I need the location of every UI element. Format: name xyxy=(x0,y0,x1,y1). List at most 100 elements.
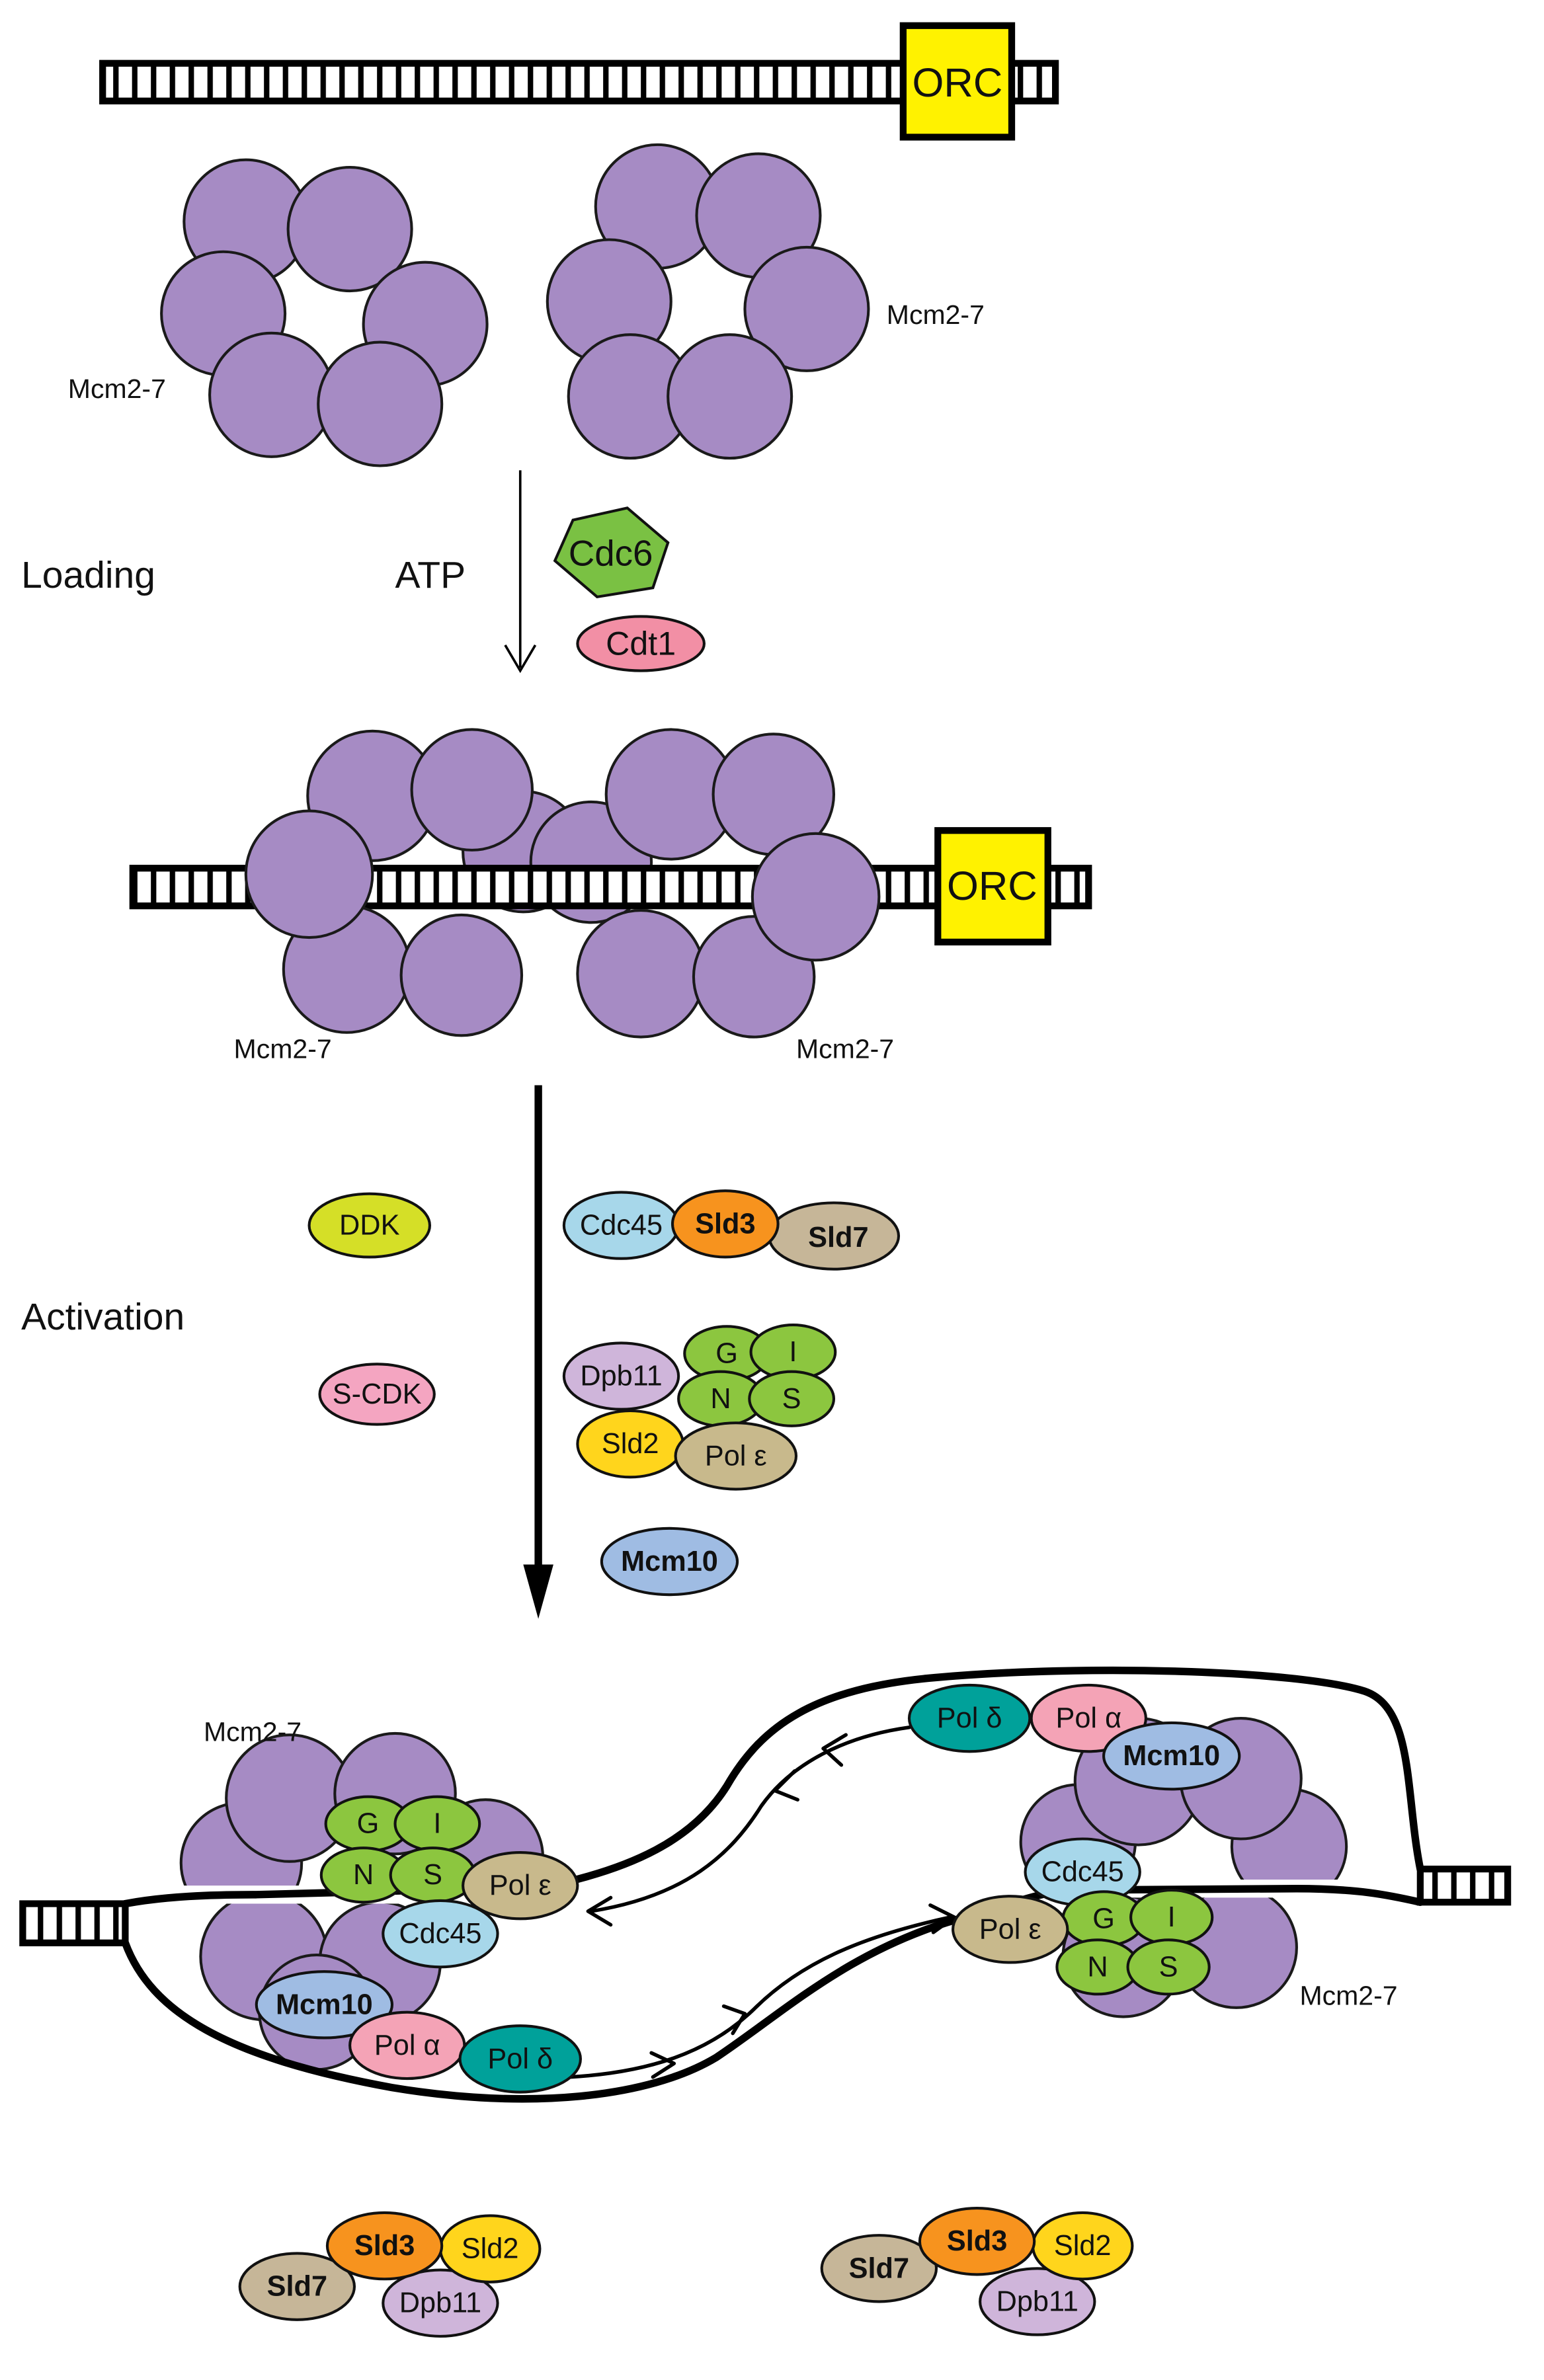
mcm2-7-label-right: Mcm2-7 xyxy=(796,1034,894,1064)
mcm2-7-label-right: Mcm2-7 xyxy=(887,299,985,330)
mcm10-shape xyxy=(600,1527,739,1597)
s-cdk-shape xyxy=(318,1363,436,1426)
nascent-bottom-chevron xyxy=(721,2004,747,2036)
right-replisome: Pol δ Pol α Mcm10 Cdc45 G I N S Pol ε xyxy=(907,1683,1241,1996)
gins-n-label: N xyxy=(710,1383,731,1415)
orc-label: ORC xyxy=(947,863,1037,909)
mcm-subunit xyxy=(667,333,793,460)
mcm10-shape xyxy=(255,1970,394,2040)
gins-g-label: G xyxy=(1092,1903,1115,1934)
mcm-subunit xyxy=(399,913,524,1037)
pol-epsilon-label: Pol ε xyxy=(489,1870,551,1901)
dpb11-shape xyxy=(979,2267,1096,2336)
mcm-subunit xyxy=(576,909,706,1039)
pol-delta-label: Pol δ xyxy=(937,1702,1002,1734)
cdc45-label: Cdc45 xyxy=(580,1210,663,1242)
sld2-label: Sld2 xyxy=(1054,2230,1112,2262)
ddk-shape xyxy=(307,1192,432,1259)
atp-label: ATP xyxy=(395,554,466,596)
sld3-shape xyxy=(670,1189,780,1259)
origin-dna xyxy=(99,60,1059,104)
sld7-label: Sld7 xyxy=(267,2271,327,2303)
sld7-shape xyxy=(820,2234,938,2303)
cdc45-label: Cdc45 xyxy=(399,1918,481,1950)
pol-epsilon-shape xyxy=(674,1421,798,1491)
nascent-strand-top xyxy=(589,1726,911,1913)
cdt1-label: Cdt1 xyxy=(606,625,676,662)
dpb11-shape xyxy=(382,2268,499,2338)
mcm2-7-ring-right xyxy=(546,143,870,460)
mcm2-7-hexamer-left xyxy=(244,728,534,1037)
mcm-subunit xyxy=(208,331,335,458)
cdt1-protein: Cdt1 xyxy=(576,615,706,672)
pol-epsilon-shape xyxy=(952,1895,1069,1964)
mcm2-7-label-left: Mcm2-7 xyxy=(68,374,166,404)
mcm-subunit xyxy=(286,166,413,293)
cdc45-label: Cdc45 xyxy=(1041,1856,1124,1888)
cdc45-sld3-sld7-complex: Sld7 Cdc45 Sld3 xyxy=(562,1189,901,1271)
dna-stub-right xyxy=(1416,1865,1512,1906)
activation-step: Activation DDK S-CDK Sld7 Cdc45 Sld3 Dpb… xyxy=(21,1085,901,1619)
pol-epsilon-shape xyxy=(462,1850,579,1921)
nascent-bottom-arrowhead xyxy=(928,1903,957,1934)
nascent-strand-bottom xyxy=(568,1915,952,2079)
sld7-label: Sld7 xyxy=(808,1222,868,1253)
mcm-subunit xyxy=(317,340,444,467)
pol-delta-shape xyxy=(907,1683,1032,1753)
sld3-label: Sld3 xyxy=(354,2230,415,2262)
mcm-subunit xyxy=(743,245,870,372)
gins-s-label: S xyxy=(1159,1951,1178,1983)
pol-alpha-label: Pol α xyxy=(374,2030,440,2061)
sld3-shape xyxy=(918,2207,1036,2276)
s-cdk-kinase: S-CDK xyxy=(318,1363,436,1426)
origin-stage: ORC Mcm2-7 Mcm2-7 xyxy=(68,22,1059,467)
mcm2-7-label-left-fork: Mcm2-7 xyxy=(204,1716,302,1747)
sld2-label: Sld2 xyxy=(462,2233,519,2265)
mcm10-shape xyxy=(1102,1721,1241,1791)
gins-s-label: S xyxy=(423,1859,442,1891)
sld3-label: Sld3 xyxy=(947,2225,1007,2257)
mcm10-label: Mcm10 xyxy=(621,1546,718,1577)
pol-alpha-label: Pol α xyxy=(1055,1702,1121,1734)
mcm2-7-label-left: Mcm2-7 xyxy=(234,1034,332,1064)
gins-i-label: I xyxy=(433,1808,441,1840)
mcm2-7-label-right-fork: Mcm2-7 xyxy=(1299,1980,1397,2010)
loading-arrow-head xyxy=(504,644,537,674)
gins-i-label: I xyxy=(1168,1901,1176,1933)
ddk-label: DDK xyxy=(339,1210,400,1242)
nascent-top-chevron xyxy=(773,1769,799,1802)
loading-label: Loading xyxy=(21,554,155,596)
activation-arrow-head xyxy=(523,1564,553,1619)
gins-i-label: I xyxy=(789,1336,797,1368)
mcm10-label: Mcm10 xyxy=(276,1989,373,2020)
mcm10-protein: Mcm10 xyxy=(600,1527,739,1597)
sld2-label: Sld2 xyxy=(602,1428,659,1460)
gins-g-label: G xyxy=(715,1337,738,1369)
cdc45-shape xyxy=(382,1899,499,1969)
nascent-top-arrowhead xyxy=(586,1895,613,1927)
orc-complex: ORC xyxy=(899,22,1016,141)
cdc6-protein: Cdc6 xyxy=(553,506,670,599)
mcm-subunit xyxy=(244,809,374,939)
cdc6-shape xyxy=(553,506,670,599)
dpb11-label: Dpb11 xyxy=(399,2287,481,2319)
replication-bubble-stage: Mcm2-7 Mcm2-7 G I N S Pol ε xyxy=(19,1666,1512,2103)
left-replisome: G I N S Pol ε Cdc45 Mcm10 Pol α Pol δ xyxy=(255,1795,583,2094)
sld3-label: Sld3 xyxy=(695,1208,755,1240)
pol-delta-label: Pol δ xyxy=(487,2043,553,2075)
cdt1-shape xyxy=(576,615,706,672)
sld3-shape xyxy=(325,2211,444,2281)
dpb11-label: Dpb11 xyxy=(996,2285,1078,2317)
pol-delta-shape xyxy=(458,2024,583,2094)
s-cdk-label: S-CDK xyxy=(333,1378,422,1410)
mcm10-label: Mcm10 xyxy=(1123,1740,1220,1772)
pol-epsilon-label: Pol ε xyxy=(979,1913,1041,1945)
dpb11-gins-sld2-pol-epsilon-complex: Dpb11 G I N S Sld2 Pol ε xyxy=(562,1324,837,1491)
cdc6-label: Cdc6 xyxy=(569,533,653,574)
released-factors-right: Dpb11 Sld7 Sld2 Sld3 xyxy=(820,2207,1134,2336)
orc-box xyxy=(899,22,1016,141)
released-factors-left: Dpb11 Sld7 Sld2 Sld3 xyxy=(238,2211,542,2338)
ddk-kinase: DDK xyxy=(307,1192,432,1259)
loading-step: Loading ATP Cdc6 Cdt1 xyxy=(21,470,706,674)
